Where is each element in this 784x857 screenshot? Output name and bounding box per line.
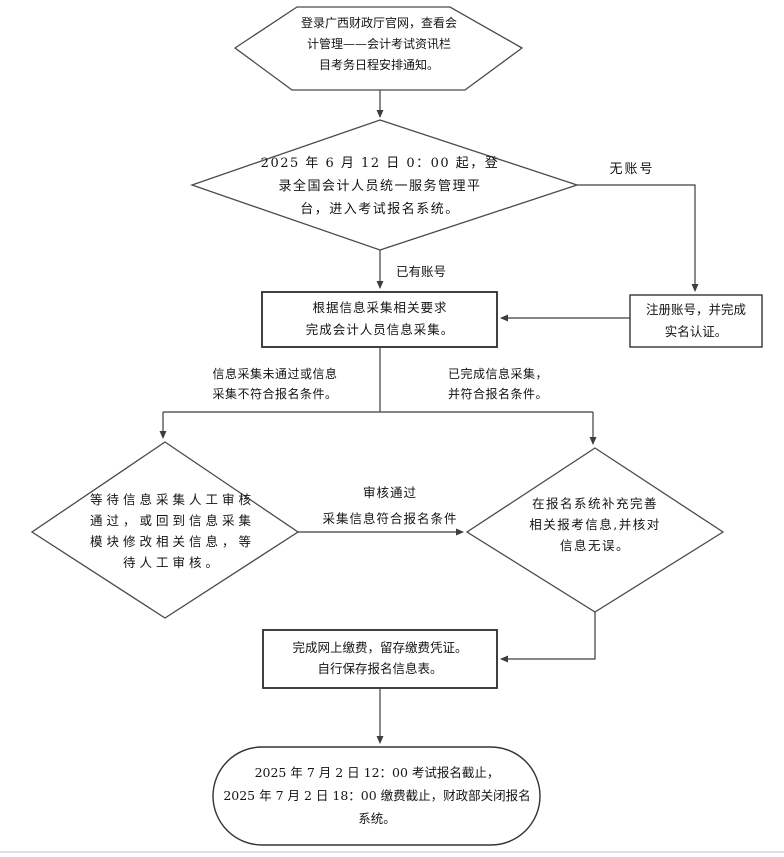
supplement-decision-text: 在报名系统补充完善 相关报考信息,并核对 信息无误。 bbox=[529, 496, 661, 553]
end-terminator-shape bbox=[212, 746, 541, 846]
collect-process-rect-shape bbox=[261, 291, 498, 348]
connector-login-to-register bbox=[577, 184, 699, 292]
end-terminator-text: 2025 年 7 月 2 日 12：00 考试报名截止， 2025 年 7 月 … bbox=[223, 765, 531, 826]
collect-process-text: 根据信息采集相关要求 完成会计人员信息采集。 bbox=[305, 300, 455, 337]
register-process-rect-shape bbox=[629, 294, 763, 348]
edge-label-has-account: 已有账号 bbox=[395, 264, 446, 279]
register-process-text: 注册账号，并完成 实名认证。 bbox=[645, 302, 746, 339]
edge-label-collect-passed: 已完成信息采集， 并符合报名条件。 bbox=[447, 367, 548, 401]
payment-process-text: 完成网上缴费，留存缴费凭证。 自行保存报名信息表。 bbox=[292, 640, 468, 676]
review-decision-text: 等待信息采集人工审核 通过，或回到信息采集 模块修改相关信息，等 待人工审核。 bbox=[89, 492, 255, 570]
edge-label-collect-failed: 信息采集未通过或信息 采集不符合报名条件。 bbox=[212, 367, 338, 401]
review-decision-diamond-shape bbox=[30, 441, 300, 619]
edge-label-review-passed: 审核通过 采集信息符合报名条件 bbox=[322, 485, 458, 526]
connector-supplement-to-payment bbox=[500, 612, 596, 663]
edge-label-no-account: 无账号 bbox=[609, 162, 655, 177]
start-hexagon-text: 登录广西财政厅官网，查看会 计管理——会计考试资讯栏 目考务日程安排通知。 bbox=[300, 16, 457, 72]
start-hexagon-shape bbox=[233, 6, 524, 91]
login-decision-text: 2025 年 6 月 12 日 0：00 起，登 录全国会计人员统一服务管理平 … bbox=[260, 156, 500, 217]
